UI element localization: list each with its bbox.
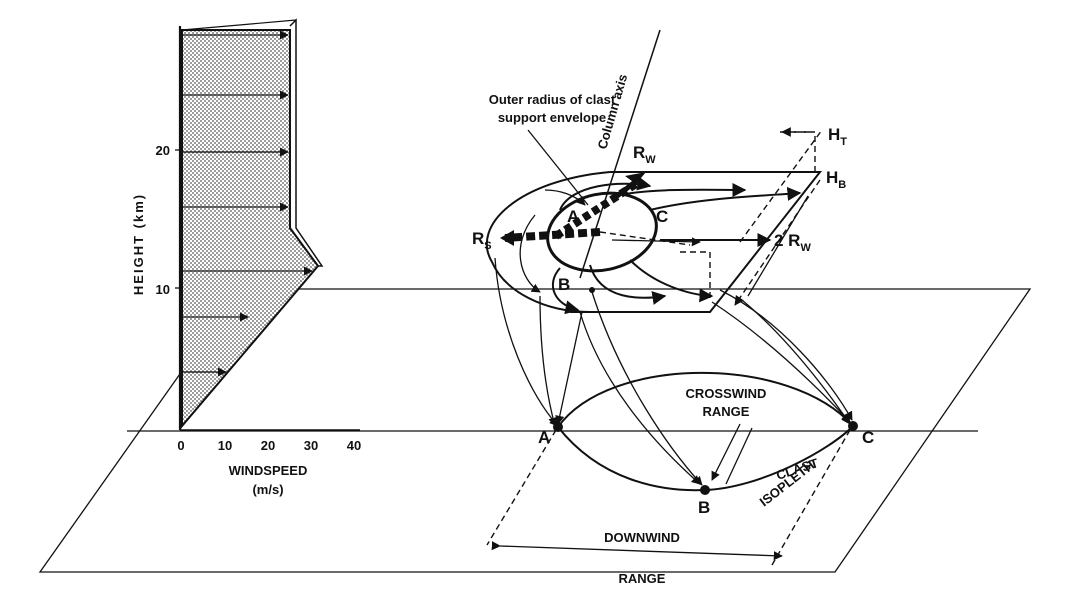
- ground-point-c-label: C: [862, 428, 874, 447]
- ground-plane: [38, 288, 1032, 573]
- dashed-diagonal: [739, 129, 823, 243]
- trajectory-arrow: [614, 182, 747, 197]
- trajectory-arrow: [551, 267, 580, 315]
- downwind-range-arrow: [491, 541, 783, 561]
- height-tick-label-10: 10: [156, 282, 170, 297]
- fall-trajectories: [494, 257, 853, 486]
- windspeed-tick-label-10: 10: [218, 438, 232, 453]
- r-s-arrowhead: [500, 230, 514, 246]
- downwind-left-extension: [486, 429, 557, 546]
- fall-path: [741, 299, 851, 425]
- point-b-marker: [700, 485, 710, 495]
- trajectory-arrow: [649, 186, 802, 211]
- fall-path: [579, 311, 701, 485]
- column-axis-line: [579, 29, 661, 279]
- downwind-right-extension: [771, 429, 851, 566]
- r-s-arrow-shaft: [504, 228, 601, 242]
- fall-path: [539, 295, 558, 427]
- dashed-section: [680, 251, 711, 302]
- r-w-label: RW: [633, 143, 656, 166]
- fall-path: [591, 291, 703, 486]
- trajectory-arrow: [544, 189, 586, 206]
- r-w-arrowhead: [625, 172, 646, 184]
- isopleth-upper: [557, 371, 854, 428]
- ground-point-a-label: A: [538, 428, 550, 447]
- crosswind-label-line2: RANGE: [703, 404, 750, 419]
- ground-isopleth: [486, 371, 858, 566]
- crosswind-arrow: [725, 427, 753, 485]
- trajectory-arrow: [559, 176, 652, 211]
- wind-profile: [175, 18, 360, 431]
- dashed-section: [599, 231, 691, 246]
- h-t-label: HT: [828, 125, 847, 148]
- windspeed-tick-label-20: 20: [261, 438, 275, 453]
- outer-radius-label-line2: support envelope: [498, 110, 606, 125]
- fall-path: [711, 301, 851, 423]
- fall-path: [494, 257, 559, 427]
- windspeed-axis-unit: (m/s): [252, 482, 283, 497]
- downwind-label-line2: RANGE: [619, 571, 666, 586]
- two-r-w-label: 2 RW: [774, 231, 811, 254]
- windspeed-tick-label-40: 40: [347, 438, 361, 453]
- fall-path: [555, 311, 583, 425]
- height-tick-label-20: 20: [156, 143, 170, 158]
- crosswind-label-line1: CROSSWIND: [686, 386, 767, 401]
- upper-point-b-label: B: [558, 275, 570, 294]
- support-envelope: [485, 29, 823, 315]
- height-axis-label: HEIGHT (km): [131, 193, 146, 295]
- trajectory-arrow: [629, 259, 714, 303]
- envelope-outline: [485, 171, 611, 313]
- windspeed-axis-label: WINDSPEED: [229, 463, 308, 478]
- outer-radius-label-line1: Outer radius of clast: [489, 92, 616, 107]
- upper-point-a-label: A: [567, 207, 579, 226]
- ground-point-b-label: B: [698, 498, 710, 517]
- downwind-label-line1: DOWNWIND: [604, 530, 680, 545]
- trajectory-arrow: [589, 264, 667, 305]
- trajectory-arrow: [519, 214, 541, 293]
- clast-ellipse: [546, 191, 658, 273]
- trajectory-dot: [589, 287, 595, 293]
- upper-point-c-label: C: [656, 207, 668, 226]
- outer-radius-pointer: [527, 129, 589, 206]
- point-a-marker: [553, 422, 563, 432]
- windspeed-tick-label-0: 0: [177, 438, 184, 453]
- trajectory-arrow: [611, 237, 701, 247]
- h-b-label: HB: [826, 168, 846, 191]
- two-r-w-dim: [747, 195, 809, 297]
- r-s-label: RS: [472, 229, 492, 252]
- point-c-marker: [848, 421, 858, 431]
- windspeed-tick-label-30: 30: [304, 438, 318, 453]
- crosswind-arrow: [711, 423, 741, 481]
- fall-path: [719, 289, 853, 421]
